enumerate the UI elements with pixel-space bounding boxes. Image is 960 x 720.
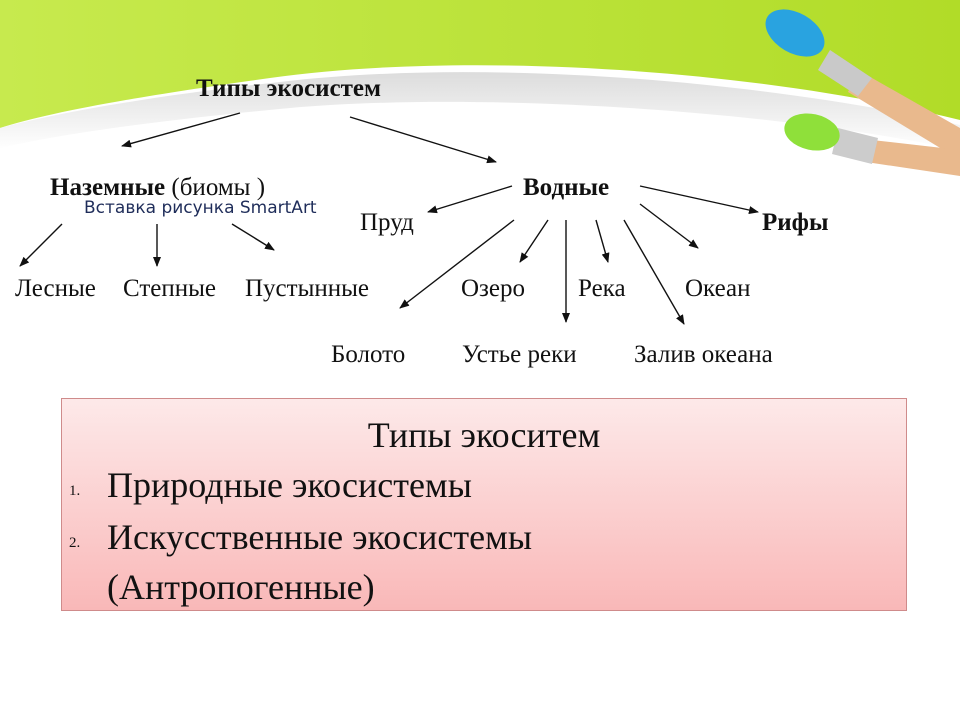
arrow-aquatic-gulf <box>623 219 685 325</box>
node-steppe: Степные <box>123 275 217 302</box>
root-label: Типы экосистем <box>196 75 382 102</box>
arrow-terrestrial-desert <box>231 223 275 251</box>
list-item-anthropogenic: (Антропогенные) <box>107 567 375 607</box>
node-gulf: Залив океана <box>634 341 773 368</box>
summary-title: Типы экоситем <box>367 415 601 455</box>
smartart-placeholder: Вставка рисунка SmartArt <box>84 198 317 218</box>
arrow-aquatic-river <box>595 219 610 263</box>
green-band <box>0 0 960 128</box>
list-item-natural: Природные экосистемы <box>107 465 472 505</box>
node-forest: Лесные <box>15 275 96 302</box>
arrow-aquatic-swamp <box>399 219 515 309</box>
node-swamp: Болото <box>331 341 406 368</box>
aquatic-label: Водные <box>523 174 610 201</box>
node-ocean: Океан <box>685 275 751 302</box>
list-number-2: 2. <box>69 535 81 551</box>
node-pond: Пруд <box>360 209 414 236</box>
arrow-root-aquatic <box>349 116 497 164</box>
list-number-1: 1. <box>69 483 81 499</box>
node-lake: Озеро <box>461 275 526 302</box>
arrow-aquatic-lake <box>519 219 549 263</box>
arrow-aquatic-ocean <box>639 203 699 249</box>
grey-wave <box>0 72 960 150</box>
node-reefs: Рифы <box>762 209 829 236</box>
arrow-terrestrial-forest <box>19 223 63 267</box>
terrestrial-node: Наземные (биомы ) <box>50 175 265 200</box>
paintbrush-blue-icon <box>765 9 960 160</box>
node-river: Река <box>578 275 626 302</box>
node-estuary: Устье реки <box>462 341 577 368</box>
paintbrush-green-icon <box>784 113 960 176</box>
arrow-root-terrestrial <box>121 112 241 148</box>
arrow-aquatic-reefs <box>639 185 759 214</box>
list-item-artificial: Искусственные экосистемы <box>107 517 533 557</box>
arrow-aquatic-pond <box>427 185 513 214</box>
summary-box: Типы экоситем 1. Природные экосистемы 2.… <box>61 398 907 611</box>
terrestrial-label: Наземные <box>50 174 166 201</box>
node-desert: Пустынные <box>245 275 370 302</box>
terrestrial-note: (биомы ) <box>171 174 266 201</box>
